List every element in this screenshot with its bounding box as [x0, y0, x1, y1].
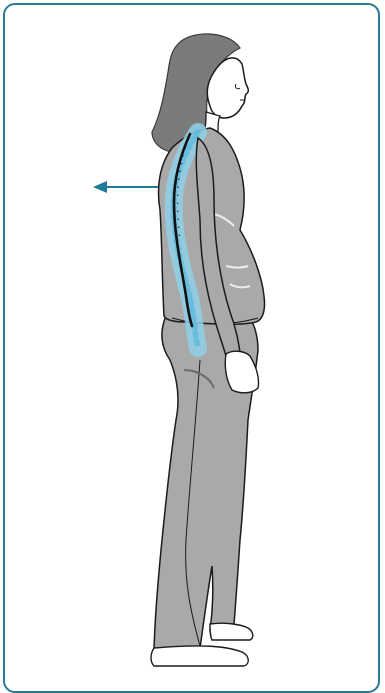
back-shoe: [151, 646, 248, 666]
front-shoe: [210, 623, 253, 640]
direction-arrow: [93, 181, 165, 193]
